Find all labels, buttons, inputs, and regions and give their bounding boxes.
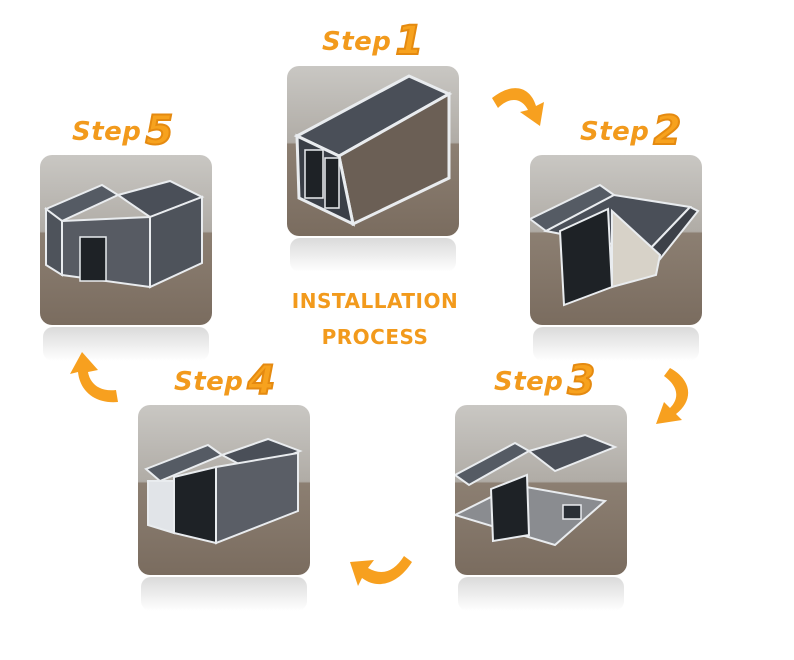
step-3-reflection: [458, 577, 624, 611]
step-2-number: 2: [652, 107, 682, 155]
step-5-reflection: [43, 327, 209, 361]
step-3-word: Step: [494, 367, 564, 397]
step-5-number: 5: [144, 107, 174, 155]
step-2-word: Step: [580, 117, 650, 147]
curved-arrow-icon-3-to-4: [350, 556, 412, 586]
step-3-image: [455, 405, 627, 575]
curved-arrow-icon-1-to-2: [492, 88, 544, 126]
installation-process-title: INSTALLATION PROCESS: [250, 283, 500, 355]
step-4-reflection: [141, 577, 307, 611]
step-5-image: [40, 155, 212, 325]
step-1-image: [287, 66, 459, 236]
title-line-2: PROCESS: [321, 325, 429, 349]
curved-arrow-icon-4-to-5: [70, 352, 118, 403]
step-1-word: Step: [322, 27, 392, 57]
step-5-word: Step: [72, 117, 142, 147]
step-2-image: [530, 155, 702, 325]
curved-arrow-icon-2-to-3: [656, 368, 689, 424]
step-1-number: 1: [394, 17, 424, 65]
step-1-reflection: [290, 238, 456, 272]
step-4-image: [138, 405, 310, 575]
step-2-reflection: [533, 327, 699, 361]
step-4-word: Step: [174, 367, 244, 397]
step-3-number: 3: [566, 357, 596, 405]
title-line-1: INSTALLATION: [291, 289, 459, 313]
step-4-number: 4: [246, 357, 276, 405]
